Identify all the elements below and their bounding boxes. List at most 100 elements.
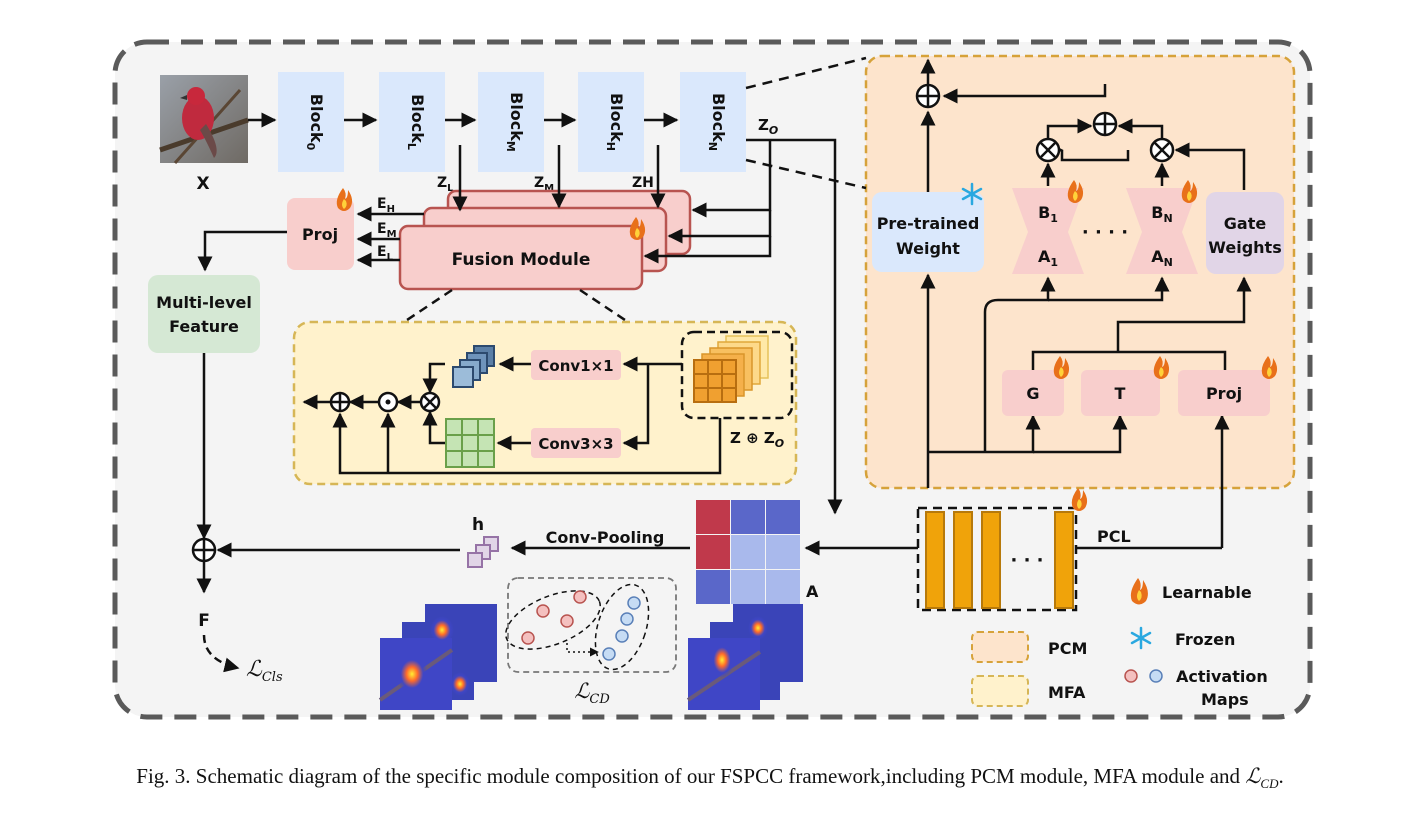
caption-end: . [1278, 764, 1284, 788]
z-m-label: ZM [534, 175, 554, 194]
legend-snowflake-icon [1130, 626, 1152, 650]
spatial-attention-grid [445, 418, 495, 468]
gate-weights-box [1206, 192, 1284, 274]
lora-branch-1 [1012, 188, 1084, 274]
block-n: BlockN [680, 72, 746, 172]
mfa-region [292, 320, 798, 486]
proj-label: Proj [302, 225, 338, 244]
red-points [521, 590, 587, 645]
conv1x1-label: Conv1×1 [538, 357, 613, 375]
block-m: BlockM [478, 72, 544, 172]
svg-text:BlockH: BlockH [604, 93, 626, 151]
heatmap-stack-left [378, 604, 497, 710]
conv-pooling-label: Conv-Pooling [546, 528, 665, 547]
g-box [1002, 370, 1064, 416]
conv3x3-label: Conv3×3 [538, 435, 613, 453]
concat-feature-box [680, 330, 794, 420]
multilevel-feature-box [148, 275, 260, 353]
mfa-zoom-left [403, 288, 453, 324]
pretrained-line1: Pre-trained [877, 214, 980, 233]
blue-cluster [594, 583, 650, 671]
z-l-label: ZL [437, 175, 454, 194]
pcl-box [916, 506, 1078, 612]
add-operator [329, 391, 351, 413]
legend-pcm-swatch [971, 631, 1029, 663]
legend-activation-line2: Maps [1201, 690, 1249, 709]
bn-label: BN [1151, 203, 1172, 225]
h-label: h [472, 515, 484, 535]
pcm-proj-box [1178, 370, 1270, 416]
pcm-arrows [920, 58, 1252, 548]
svg-text:BlockN: BlockN [706, 93, 728, 151]
z-h-label: ZH [632, 175, 654, 191]
legend-blue-dot [1149, 669, 1163, 683]
pretrained-weight-box [872, 192, 984, 272]
matrix-a-label: A [806, 582, 819, 601]
legend-learnable: Learnable [1162, 583, 1252, 602]
g-label: G [1026, 384, 1039, 403]
prompt-tokens [925, 511, 1074, 609]
proj-to-feature-arrow [197, 230, 287, 272]
caption-text: Fig. 3. Schematic diagram of the specifi… [136, 764, 1246, 788]
e-l-label: EL [377, 244, 394, 263]
hadamard-operator [377, 391, 399, 413]
concat-label: Z ⊕ ZO [730, 429, 784, 450]
channel-attention-stack [452, 345, 495, 388]
proj-box [287, 198, 354, 270]
svg-text:BlockL: BlockL [405, 94, 427, 150]
legend-flame-icon [1130, 578, 1148, 605]
pretrained-line2: Weight [896, 239, 960, 258]
final-add-operator [191, 537, 217, 563]
e-m-label: EM [377, 221, 397, 240]
multilevel-line2: Feature [169, 317, 239, 336]
legend-activation-line1: Activation [1176, 667, 1268, 686]
flame-icon [1053, 356, 1070, 379]
block-h: BlockH [578, 72, 644, 172]
pcm-add-mid [1092, 111, 1118, 137]
pcl-label: PCL [1097, 527, 1131, 546]
b1-label: B1 [1038, 203, 1058, 225]
z-arrows [452, 138, 843, 515]
e-h-label: EH [377, 196, 395, 215]
mfa-zoom-right [579, 288, 629, 324]
feature-cube-stack [693, 335, 769, 403]
figure-caption: Fig. 3. Schematic diagram of the specifi… [0, 764, 1420, 792]
heatmap-stack-right [686, 604, 803, 710]
lora-branch-n [1126, 188, 1198, 274]
multilevel-line1: Multi-level [156, 293, 252, 312]
cls-loss-label: ℒCls [246, 657, 283, 685]
flame-icon [629, 217, 646, 240]
red-cluster [505, 590, 601, 650]
pcm-multiply-n [1149, 137, 1175, 163]
snowflake-icon [961, 182, 983, 206]
flame-icon [1181, 180, 1198, 203]
pcm-proj-label: Proj [1206, 384, 1242, 403]
legend-red-dot [1124, 669, 1138, 683]
t-box [1081, 370, 1160, 416]
flame-icon [1261, 356, 1278, 379]
pcl-dots: · · · [1010, 550, 1043, 571]
block-0: Block0 [278, 72, 344, 172]
flame-icon [336, 188, 353, 211]
conv1x1-box [531, 350, 621, 380]
a1-label: A1 [1038, 247, 1058, 269]
an-label: AN [1151, 247, 1173, 269]
t-label: T [1115, 384, 1126, 403]
flame-icon [1153, 356, 1170, 379]
mfa-arrows [302, 356, 722, 475]
legend-mfa: MFA [1048, 683, 1086, 702]
gate-line2: Weights [1208, 238, 1281, 257]
attention-matrix [696, 500, 800, 604]
legend-frozen: Frozen [1175, 630, 1235, 649]
svg-text:BlockM: BlockM [504, 92, 526, 152]
gate-line1: Gate [1224, 214, 1267, 233]
flame-icon [1067, 180, 1084, 203]
z-o-label: ZO [758, 116, 778, 137]
cd-loss-label: ℒCD [574, 679, 610, 707]
f-label: F [198, 611, 210, 631]
h-feature-stack [467, 536, 499, 568]
input-bird-image [159, 75, 249, 164]
cls-loss-arrow [202, 634, 240, 673]
block-l: BlockL [379, 72, 445, 172]
